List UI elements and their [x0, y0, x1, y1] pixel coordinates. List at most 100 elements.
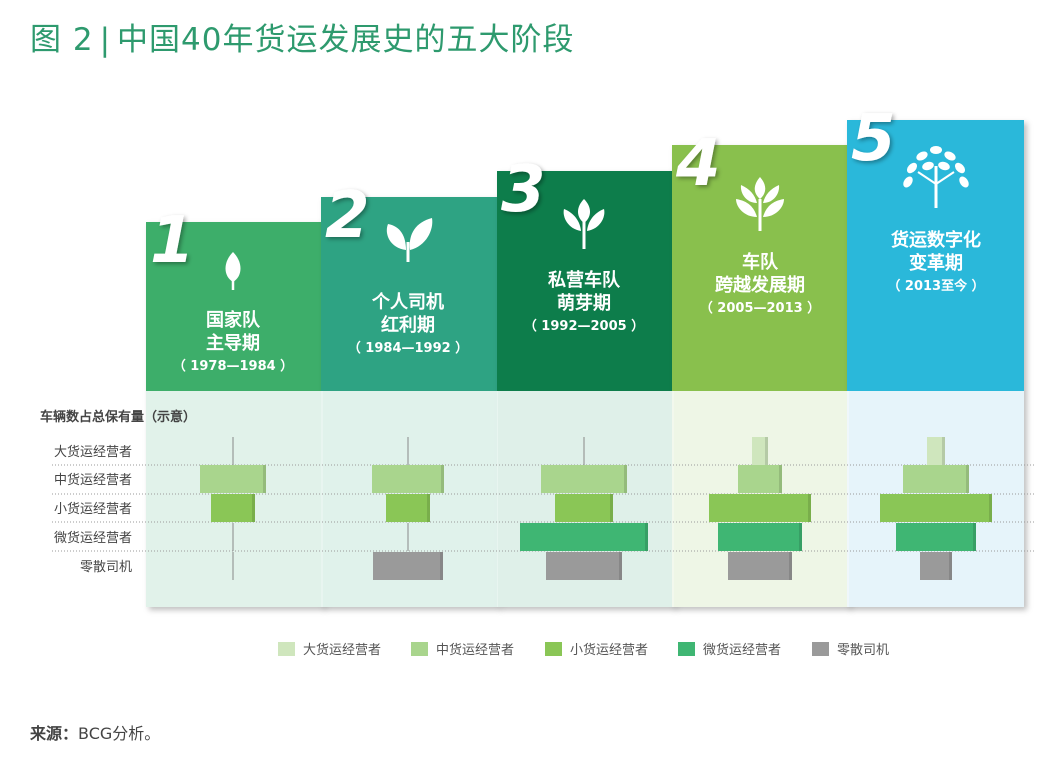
bar-3-5 — [546, 552, 622, 580]
sprout-icon — [225, 252, 241, 290]
bar-edge — [619, 552, 622, 580]
stage-period: （ 1978—1984 ） — [173, 358, 293, 374]
bar-edge — [966, 465, 969, 493]
row-label: 微货运经营者 — [54, 530, 132, 546]
stage-number-2: 2 — [325, 179, 370, 253]
stage-period: （ 2005—2013 ） — [700, 300, 820, 316]
icon-leaf-9 — [938, 161, 950, 171]
icon-leaf-1 — [930, 146, 942, 154]
two-leaf-icon — [386, 218, 433, 262]
tree-icon — [903, 146, 969, 208]
bar-2-5 — [373, 552, 443, 580]
bar-4-5 — [728, 552, 792, 580]
legend-label-2: 中货运经营者 — [436, 642, 514, 658]
stage-period: （ 2013至今 ） — [887, 278, 984, 294]
icon-leaf-upper-left — [740, 185, 757, 203]
icon-leaf-left — [563, 209, 581, 231]
page-title: 图 2|中国40年货运发展史的五大阶段 — [30, 14, 574, 59]
icon-leaf-right — [409, 218, 433, 250]
bar-edge — [427, 494, 430, 522]
legend-label-1: 大货运经营者 — [303, 642, 381, 658]
bar-5-3 — [880, 494, 992, 522]
bar-edge — [789, 552, 792, 580]
stage-name-line: 萌芽期 — [557, 292, 611, 314]
bar-3-4 — [520, 523, 648, 551]
legend-swatch-2 — [411, 642, 428, 656]
bar-edge — [989, 494, 992, 522]
bar-5-5 — [920, 552, 952, 580]
bar-edge — [779, 465, 782, 493]
title-text: 中国40年货运发展史的五大阶段 — [117, 22, 575, 58]
stage-name-line: 变革期 — [909, 252, 963, 274]
legend-label-3: 小货运经营者 — [570, 642, 648, 658]
stage-name-line: 红利期 — [381, 314, 435, 336]
chart-label: 车辆数占总保有量（示意） — [40, 409, 196, 425]
icon-leaf-5 — [955, 162, 965, 174]
bar-edge — [610, 494, 613, 522]
stage-name-line: 跨越发展期 — [715, 274, 805, 296]
row-label: 大货运经营者 — [54, 444, 132, 460]
row-label: 零散司机 — [80, 560, 132, 575]
title-separator: | — [99, 22, 112, 58]
legend-swatch-3 — [545, 642, 562, 656]
bar-edge — [765, 437, 768, 465]
bar-edge — [645, 523, 648, 551]
stage-name-line: 个人司机 — [371, 291, 444, 313]
bar-2-3 — [386, 494, 430, 522]
bar-edge — [441, 465, 444, 493]
bar-1-2 — [200, 465, 266, 493]
stage-number-5: 5 — [851, 102, 896, 176]
bar-2-2 — [372, 465, 444, 493]
stage-period: （ 1984—1992 ） — [348, 340, 468, 356]
bar-3-2 — [541, 465, 627, 493]
legend-label-5: 零散司机 — [837, 643, 889, 658]
bar-4-2 — [738, 465, 782, 493]
stage-name-line: 车队 — [742, 251, 779, 273]
bar-5-1 — [927, 437, 945, 465]
row-label: 中货运经营者 — [54, 472, 132, 488]
bar-edge — [440, 552, 443, 580]
bar-4-3 — [709, 494, 811, 522]
bar-3-3 — [555, 494, 613, 522]
bar-edge — [624, 465, 627, 493]
icon-leaf-2 — [916, 151, 928, 161]
stage-number-3: 3 — [501, 153, 546, 227]
bar-5-2 — [903, 465, 969, 493]
icon-leaf-upper-right — [763, 185, 780, 203]
icon-leaf-8 — [922, 161, 934, 171]
legend-label-4: 微货运经营者 — [703, 642, 781, 658]
bar-edge — [973, 523, 976, 551]
icon-leaf-3 — [944, 151, 956, 161]
bar-edge — [252, 494, 255, 522]
stage-name-line: 私营车队 — [548, 269, 621, 291]
icon-branch-left — [917, 171, 937, 185]
figure-label: 图 2 — [30, 22, 94, 58]
stage-number-4: 4 — [675, 127, 721, 201]
stage-name-line: 货运数字化 — [891, 229, 981, 251]
stage-name-line: 国家队 — [206, 309, 261, 331]
icon-leaf-lower-left — [736, 199, 757, 217]
bar-edge — [808, 494, 811, 522]
source-text: BCG分析。 — [78, 724, 161, 743]
bar-edge — [949, 552, 952, 580]
branching-plant-icon — [736, 177, 784, 231]
source-label: 来源： — [30, 724, 79, 743]
icon-branch-right — [935, 171, 955, 185]
bar-4-1 — [752, 437, 768, 465]
icon-leaf-4 — [907, 162, 917, 174]
icon-leaf-lower-right — [763, 199, 784, 217]
legend-swatch-5 — [812, 642, 829, 656]
source-note: 来源：BCG分析。 — [30, 720, 160, 744]
icon-leaf-right — [587, 209, 605, 231]
stage-period: （ 1992—2005 ） — [524, 318, 644, 334]
stage-name-line: 主导期 — [206, 332, 260, 354]
stage-number-1: 1 — [150, 204, 195, 278]
row-label: 小货运经营者 — [54, 501, 132, 517]
bar-edge — [263, 465, 266, 493]
icon-leaf-top — [754, 177, 766, 199]
bar-edge — [799, 523, 802, 551]
legend-swatch-1 — [278, 642, 295, 656]
bar-4-4 — [718, 523, 802, 551]
legend-swatch-4 — [678, 642, 695, 656]
